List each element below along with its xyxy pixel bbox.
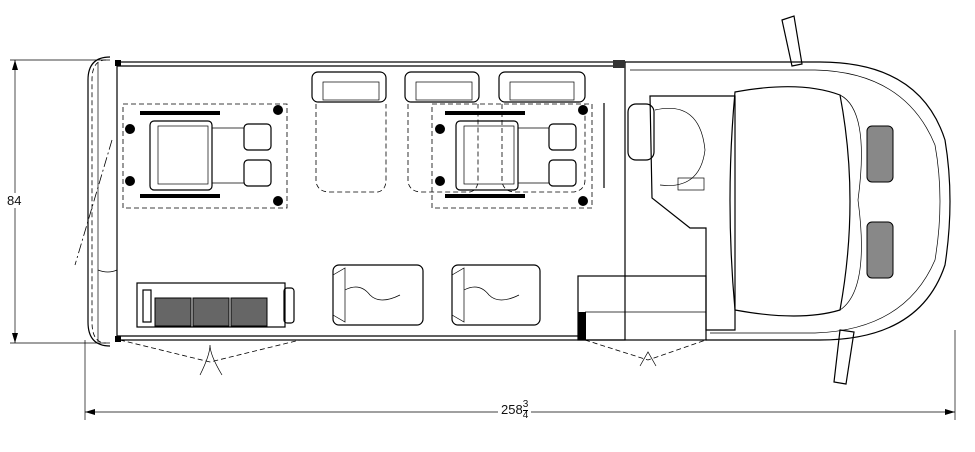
entry-step [577,275,707,341]
side-door-swing [119,339,707,376]
wheelchair-position-1 [122,103,288,209]
length-frac-den: 4 [522,410,529,421]
folding-seat-3 [498,71,586,193]
bench-seat-2 [451,264,541,326]
wheelchair-lift [136,282,295,328]
length-whole: 258 [501,401,523,417]
wheelchair-position-2 [431,103,605,209]
folding-seat-1 [311,71,387,193]
rear-bumper [74,56,118,347]
width-dimension-label: 84 [7,193,22,208]
bench-seat-1 [332,264,424,326]
passenger-compartment [115,60,626,342]
folding-seat-2 [404,71,480,193]
width-dimension-line [10,59,110,344]
vehicle-cab [625,15,951,385]
length-frac-num: 3 [522,399,529,411]
